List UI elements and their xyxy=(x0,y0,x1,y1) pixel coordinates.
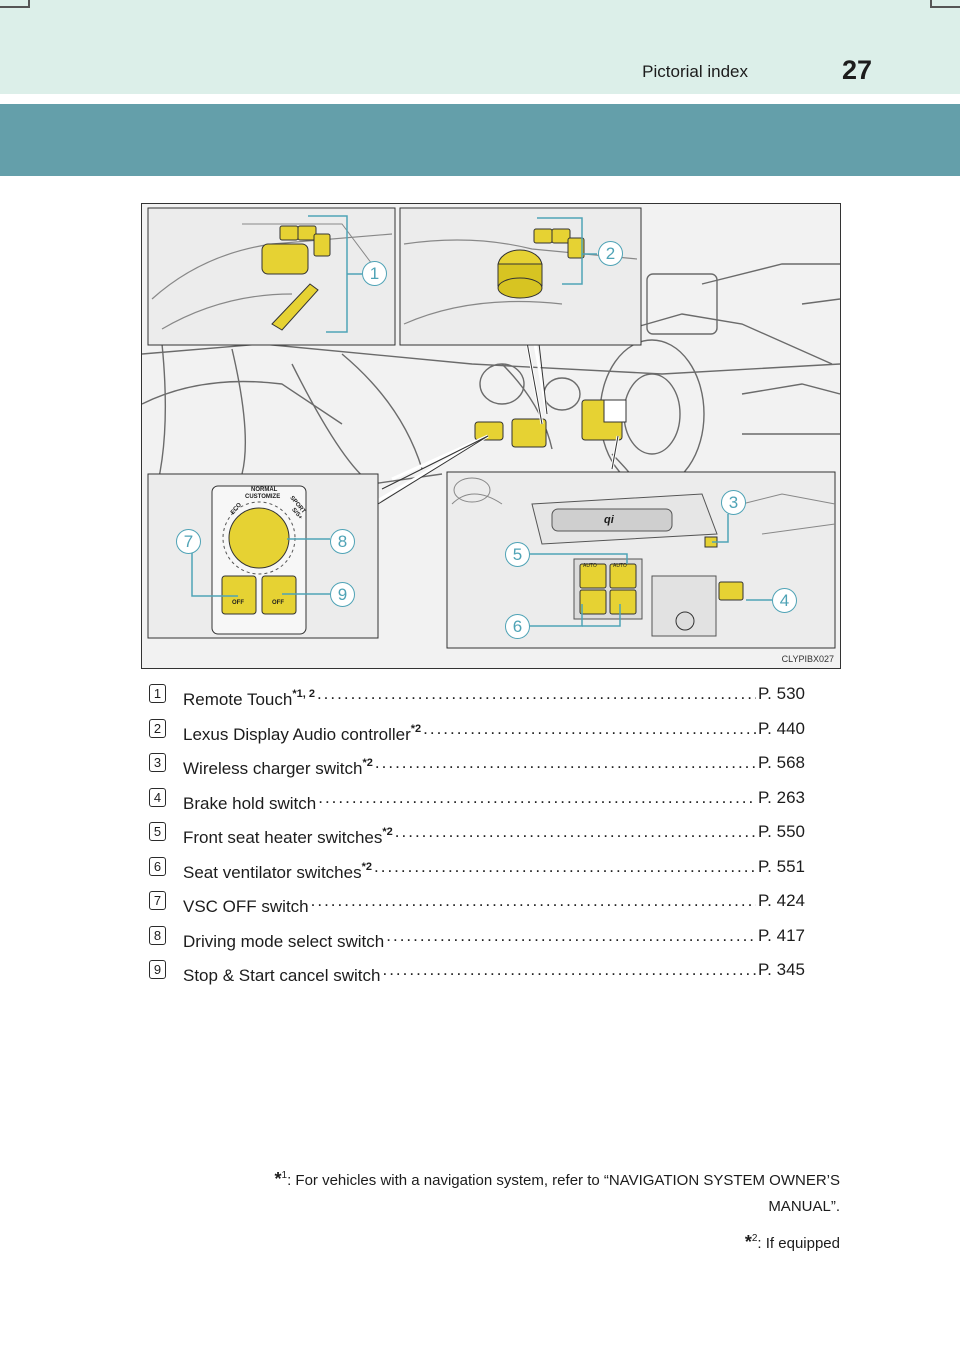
index-link[interactable]: Remote Touch*1, 2 P. 530 xyxy=(183,678,805,716)
dot-leader xyxy=(386,920,756,958)
dot-leader xyxy=(374,851,756,889)
header-bar xyxy=(0,0,960,94)
page-reference: P. 424 xyxy=(758,891,805,910)
callout-8: 8 xyxy=(330,529,355,554)
index-link[interactable]: Driving mode select switch P. 417 xyxy=(183,920,805,958)
item-label: VSC OFF switch xyxy=(183,897,309,916)
cockpit-illustration: NORMAL CUSTOMIZE ECO SPORT S/S+ OFF OFF … xyxy=(141,203,841,669)
page-number: 27 xyxy=(841,55,872,85)
item-number-box: 3 xyxy=(149,753,166,772)
dot-leader xyxy=(311,885,756,923)
callout-1: 1 xyxy=(362,261,387,286)
dot-leader xyxy=(423,713,756,751)
page-reference: P. 263 xyxy=(758,787,805,807)
dot-leader xyxy=(318,782,756,820)
item-number-box: 8 xyxy=(149,925,166,945)
item-number-box: 7 xyxy=(149,891,166,910)
footnote-2: *2: If equipped xyxy=(744,1232,840,1252)
item-number-box: 6 xyxy=(149,856,166,876)
callout-4: 4 xyxy=(772,588,797,613)
page-reference: P. 345 xyxy=(758,960,805,979)
index-row: 9 Stop & Start cancel switch P. 345 xyxy=(149,954,805,989)
dot-leader xyxy=(395,816,756,854)
item-label: Driving mode select switch xyxy=(183,931,385,951)
index-link[interactable]: Lexus Display Audio controller*2 P. 440 xyxy=(183,713,805,751)
callout-9: 9 xyxy=(330,582,355,607)
index-row: 4 Brake hold switch P. 263 xyxy=(149,782,805,817)
footnote-1: *1: For vehicles with a navigation syste… xyxy=(274,1169,841,1215)
cockpit-drawing xyxy=(142,204,840,668)
index-row: 1 Remote Touch*1, 2 P. 530 xyxy=(149,678,805,713)
index-row: 5 Front seat heater switches*2 P. 550 xyxy=(149,816,805,851)
page-reference: P. 440 xyxy=(758,718,805,738)
item-label: Stop & Start cancel switch xyxy=(183,966,381,985)
index-row: 2 Lexus Display Audio controller*2 P. 44… xyxy=(149,713,805,748)
callout-6: 6 xyxy=(505,614,530,639)
callout-2: 2 xyxy=(598,241,623,266)
item-label: Lexus Display Audio controller*2 xyxy=(183,722,422,744)
footnotes: *1: For vehicles with a navigation syste… xyxy=(140,1163,841,1257)
callout-7: 7 xyxy=(176,529,201,554)
index-link[interactable]: Wireless charger switch*2 P. 568 xyxy=(183,747,805,785)
index-row: 6 Seat ventilator switches*2 P. 551 xyxy=(149,851,805,886)
index-row: 3 Wireless charger switch*2 P. 568 xyxy=(149,747,805,782)
item-number-box: 4 xyxy=(149,787,166,807)
stop-start-off-label: OFF xyxy=(272,600,284,606)
callout-5: 5 xyxy=(505,542,530,567)
index-row: 7 VSC OFF switch P. 424 xyxy=(149,885,805,920)
item-label: Remote Touch*1, 2 xyxy=(183,688,315,709)
item-number-box: 5 xyxy=(149,822,166,841)
figure-code: CLYPIBX027 xyxy=(781,654,834,664)
seat-auto-label-2: AUTO xyxy=(613,563,627,569)
index-link[interactable]: Front seat heater switches*2 P. 550 xyxy=(183,816,805,854)
dot-leader xyxy=(317,678,756,716)
item-number-box: 1 xyxy=(149,684,166,703)
item-label: Wireless charger switch*2 xyxy=(183,757,373,778)
seat-auto-label-1: AUTO xyxy=(583,563,597,569)
item-label: Front seat heater switches*2 xyxy=(183,826,393,847)
section-title: Pictorial index xyxy=(642,62,748,81)
index-link[interactable]: Seat ventilator switches*2 P. 551 xyxy=(183,851,805,889)
index-link[interactable]: VSC OFF switch P. 424 xyxy=(183,885,805,923)
callout-3: 3 xyxy=(721,490,746,515)
mode-label-normal: NORMAL xyxy=(251,487,278,493)
dot-leader xyxy=(382,954,756,992)
crop-mark-left xyxy=(0,0,30,8)
page-reference: P. 530 xyxy=(758,684,805,703)
page-reference: P. 550 xyxy=(758,822,805,841)
item-number-box: 2 xyxy=(149,718,166,738)
dot-leader xyxy=(375,747,756,785)
item-label: Seat ventilator switches*2 xyxy=(183,860,372,882)
mode-label-customize: CUSTOMIZE xyxy=(245,494,281,500)
page-reference: P. 551 xyxy=(758,856,805,876)
page-reference: P. 568 xyxy=(758,753,805,772)
item-label: Brake hold switch xyxy=(183,793,317,813)
header-band xyxy=(0,104,960,176)
index-row: 8 Driving mode select switch P. 417 xyxy=(149,920,805,955)
page-reference: P. 417 xyxy=(758,925,805,945)
index-link[interactable]: Brake hold switch P. 263 xyxy=(183,782,805,820)
vsc-off-label: OFF xyxy=(232,600,244,606)
crop-mark-right xyxy=(930,0,960,8)
wireless-charger-logo: qi xyxy=(604,514,614,526)
index-link[interactable]: Stop & Start cancel switch P. 345 xyxy=(183,954,805,992)
item-number-box: 9 xyxy=(149,960,166,979)
index-list: 1 Remote Touch*1, 2 P. 530 2 Lexus Displ… xyxy=(149,678,805,989)
